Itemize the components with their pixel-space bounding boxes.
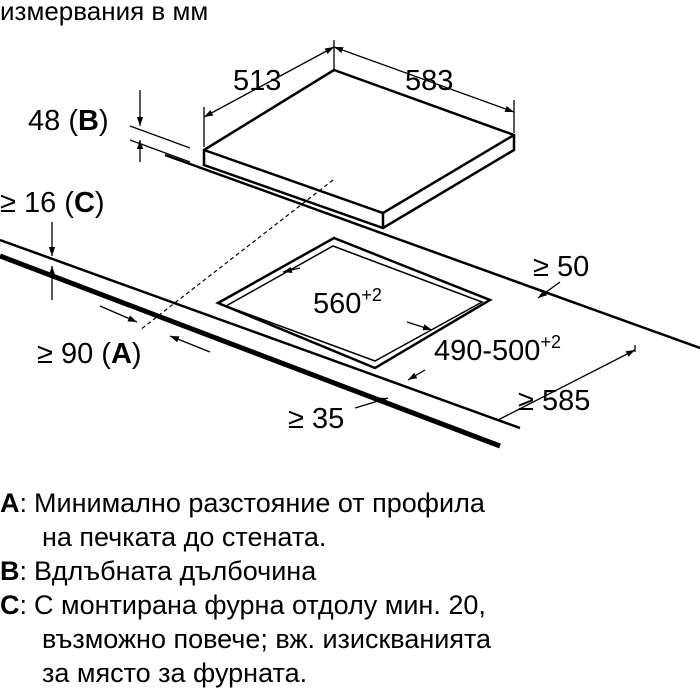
- dimension-lines: [48, 40, 636, 421]
- legend: A: Минимално разстояние от профила на пе…: [0, 486, 700, 690]
- dashed-guide: [139, 179, 334, 331]
- legend-sep: :: [19, 488, 28, 518]
- legend-text-c: С монтирана фурна отдолу мин. 20,: [34, 590, 486, 620]
- dim-585-label: ≥ 585: [518, 385, 590, 417]
- dim-16-c-label: ≥ 16 (C): [0, 187, 105, 219]
- legend-text-b: Вдлъбната дълбочина: [34, 556, 317, 586]
- legend-text-c-cont-2: за място за фурната.: [42, 658, 308, 688]
- legend-key-a: A: [0, 488, 20, 518]
- dim-490-500-label: 490-500+2: [434, 332, 561, 367]
- legend-item-b: B: Вдлъбната дълбочина: [0, 554, 700, 588]
- legend-text-a: Минимално разстояние от профила: [34, 488, 485, 518]
- dim-35-label: ≥ 35: [288, 403, 344, 435]
- legend-key-b: B: [0, 556, 20, 586]
- dim-90-a-label: ≥ 90 (A): [37, 338, 142, 370]
- dim-583-label: 583: [405, 65, 453, 97]
- worktop: [0, 153, 700, 449]
- legend-sep: :: [19, 556, 28, 586]
- legend-key-c: C: [0, 590, 20, 620]
- dim-513-label: 513: [233, 65, 281, 97]
- dim-50-label: ≥ 50: [533, 251, 589, 283]
- legend-text-c-cont-1: възможно повече; вж. изискванията: [42, 624, 492, 654]
- legend-item-c: C: С монтирана фурна отдолу мин. 20,: [0, 588, 700, 622]
- legend-text-a-cont: на печката до стената.: [42, 522, 327, 552]
- dim-48-b-label: 48 (B): [28, 105, 109, 137]
- unit-label: измервания в мм: [0, 0, 208, 26]
- installation-diagram: измервания в мм: [0, 0, 700, 449]
- legend-sep: :: [19, 590, 28, 620]
- legend-item-a: A: Минимално разстояние от профила: [0, 486, 700, 520]
- dim-560-label: 560+2: [313, 285, 382, 320]
